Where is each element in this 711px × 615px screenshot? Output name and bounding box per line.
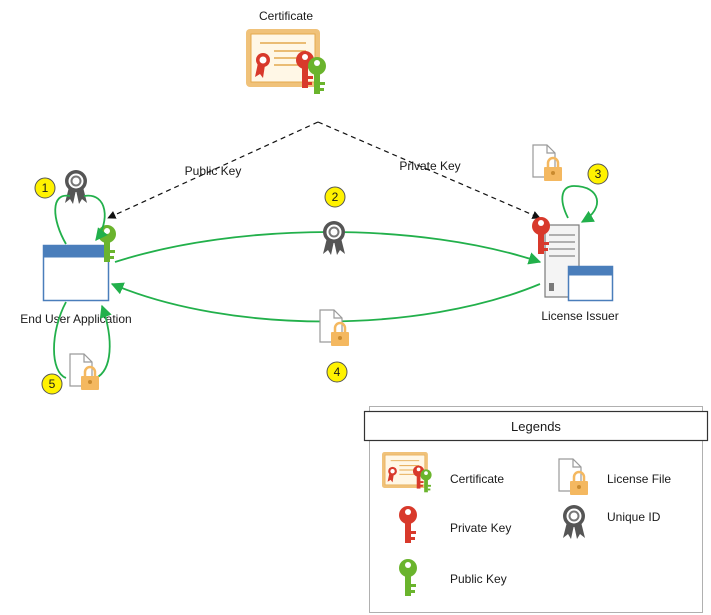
certificate-icon	[245, 28, 326, 94]
svg-text:5: 5	[49, 377, 56, 391]
unique-id-icon	[323, 221, 345, 255]
legend-unique-id-label: Unique ID	[607, 510, 661, 524]
private-key-label: Private Key	[399, 159, 460, 173]
license-issuer-label: License Issuer	[541, 309, 618, 323]
public-key-arrow	[107, 121, 319, 219]
step-3-loop-arrow	[561, 185, 598, 223]
license-file-icon	[318, 308, 351, 348]
license-issuer-window-icon	[567, 265, 614, 302]
end-user-app-window-icon	[42, 244, 110, 302]
legend-certificate-label: Certificate	[450, 472, 504, 486]
certificate-label: Certificate	[259, 9, 313, 23]
legend: Legends Certificate License File Private…	[363, 406, 709, 613]
unique-id-icon	[65, 170, 87, 204]
svg-text:1: 1	[42, 181, 49, 195]
step-5-badge: 5	[41, 373, 63, 395]
private-key-arrow	[317, 121, 541, 219]
legend-public-key-label: Public Key	[450, 572, 507, 586]
legend-title: Legends	[511, 419, 561, 434]
license-file-icon	[68, 352, 101, 392]
svg-text:4: 4	[334, 365, 341, 379]
end-user-app-label: End User Application	[20, 312, 131, 326]
step-4-badge: 4	[326, 361, 348, 383]
key-distribution-lines	[107, 121, 541, 219]
legend-private-key-label: Private Key	[450, 521, 511, 535]
public-key-label: Public Key	[185, 164, 242, 178]
legend-header	[363, 410, 709, 442]
step-2-badge: 2	[324, 186, 346, 208]
step-5-loop-arrow	[53, 302, 110, 379]
step-3-badge: 3	[587, 163, 609, 185]
svg-text:3: 3	[595, 167, 602, 181]
step-1-loop-arrow	[54, 194, 104, 244]
svg-text:2: 2	[332, 190, 339, 204]
license-file-icon	[531, 143, 564, 183]
legend-license-file-label: License File	[607, 472, 671, 486]
legend-certificate-icon	[381, 451, 432, 493]
step-1-badge: 1	[34, 177, 56, 199]
